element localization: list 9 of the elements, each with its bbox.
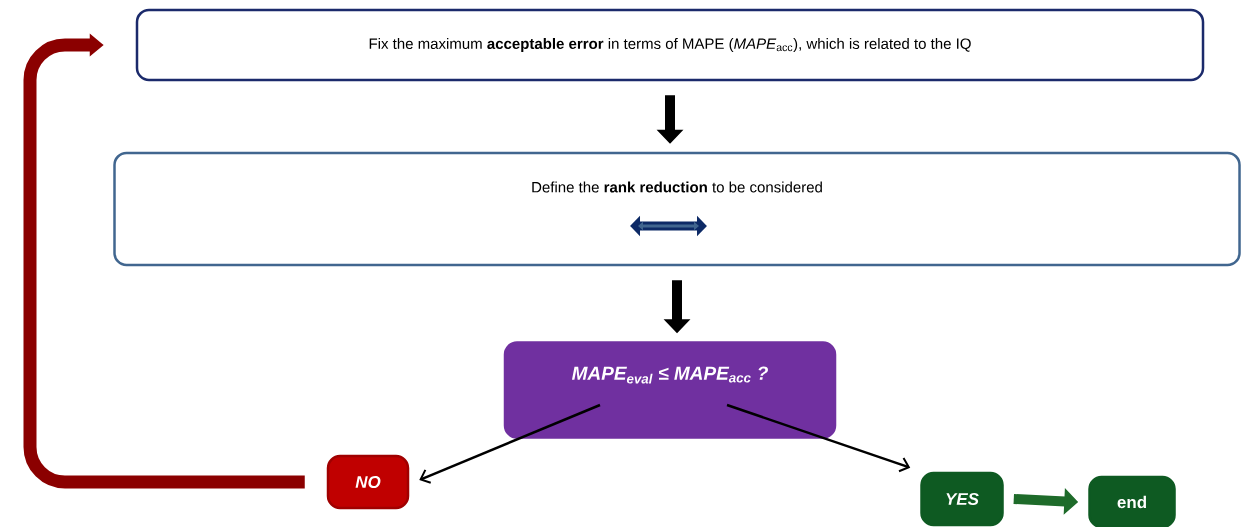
arrow <box>23 33 305 489</box>
end-box: end <box>1088 475 1176 527</box>
answer-box: YES <box>920 471 1004 527</box>
arrow <box>419 403 601 484</box>
process-box: Fix the maximum acceptable error in terms of MAPE (MAPE$_{acc}$), which is related to the IQ <box>135 8 1205 82</box>
process-box: Define the rank reduction to be considered <box>113 151 1241 267</box>
answer-box: NO <box>326 454 410 510</box>
decision-box: MAPE$_{eval}$ ≤ MAPE$_{acc}$ ? <box>503 341 837 439</box>
arrow <box>726 403 911 473</box>
